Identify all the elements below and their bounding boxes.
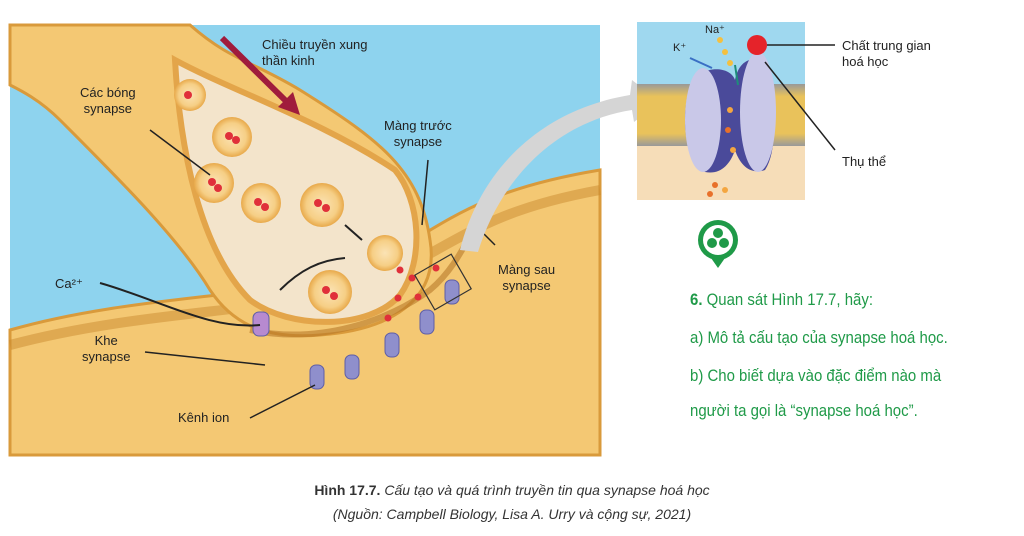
label-cleft: Khe synapse [82, 333, 131, 364]
synapse-diagram [8, 22, 836, 457]
label-calcium: Ca²⁺ [55, 276, 83, 291]
task-a: a) Mô tả cấu tạo của synapse hoá học. [690, 328, 948, 347]
task-b-line2: người ta gọi là “synapse hoá học”. [690, 401, 918, 420]
receptor-inset [637, 22, 805, 200]
caption-label: Hình 17.7. [314, 482, 381, 498]
caption-text: Cấu tạo và quá trình truyền tin qua syna… [380, 482, 710, 498]
caption-source: (Nguồn: Campbell Biology, Lisa A. Urry v… [332, 506, 692, 522]
ion-channels [252, 279, 460, 390]
label-vesicles: Các bóng synapse [80, 85, 136, 116]
neurotransmitter-ball [747, 35, 767, 55]
task-b-line1: b) Cho biết dựa vào đặc điểm nào mà [690, 366, 942, 385]
task-number: 6. [690, 290, 703, 309]
label-na: Na⁺ [705, 24, 725, 36]
task-title-text: Quan sát Hình 17.7, hãy: [702, 290, 873, 309]
task-title: 6. Quan sát Hình 17.7, hãy: [690, 290, 873, 310]
label-receptor: Thụ thể [842, 154, 887, 169]
label-neurotransmitter: Chất trung gian hoá học [842, 38, 931, 69]
label-k: K⁺ [673, 42, 687, 54]
label-presynaptic-membrane: Màng trước synapse [384, 118, 452, 149]
synaptic-vesicles [174, 79, 440, 322]
direction-arrow [219, 35, 293, 108]
figure-caption: Hình 17.7. Cấu tạo và quá trình truyền t… [0, 482, 1024, 498]
label-direction: Chiều truyền xung thần kinh [262, 37, 368, 68]
label-ion-channel: Kênh ion [178, 410, 230, 425]
label-postsynaptic-membrane: Màng sau synapse [498, 262, 556, 293]
activity-icon [698, 220, 738, 268]
zoom-box [413, 253, 473, 311]
